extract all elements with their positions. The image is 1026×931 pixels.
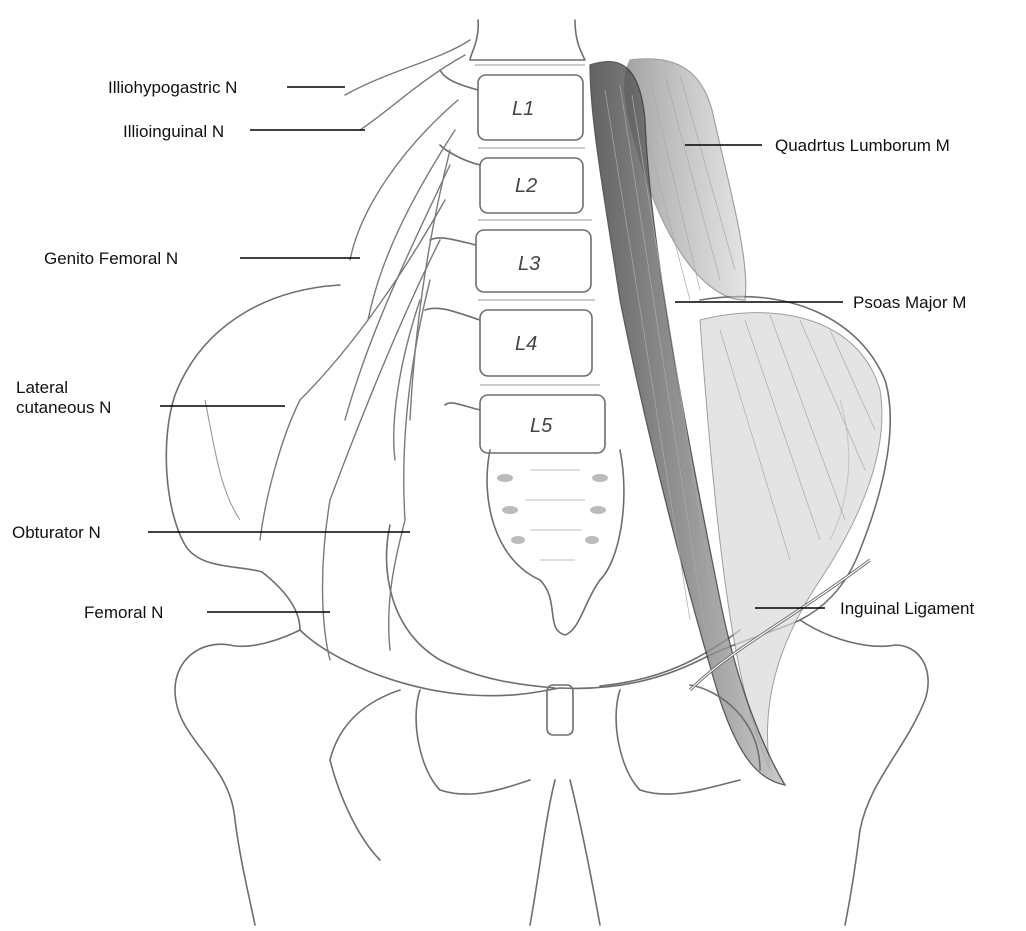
femoral-nerve-label: Femoral N bbox=[84, 603, 163, 623]
vertebra-label-l4: L4 bbox=[515, 333, 537, 355]
lateral-cutaneous-nerve-label-line2: cutaneous N bbox=[16, 398, 111, 418]
left-iliac-blade bbox=[166, 285, 340, 630]
obturator-nerve-label: Obturator N bbox=[12, 523, 101, 543]
lateral-cutaneous-nerve-label-line1: Lateral bbox=[16, 378, 68, 398]
psoas-major-label: Psoas Major M bbox=[853, 293, 966, 313]
lumbar-plexus-nerves bbox=[260, 40, 470, 660]
vertebra-label-l3: L3 bbox=[518, 253, 540, 275]
vertebra-label-l1: L1 bbox=[512, 98, 534, 120]
ilioinguinal-nerve-label: Illioinguinal N bbox=[123, 122, 224, 142]
iliohypogastric-nerve-label: Illiohypogastric N bbox=[108, 78, 237, 98]
genitofemoral-nerve-label: Genito Femoral N bbox=[44, 249, 178, 269]
quadratus-lumborum-label: Quadrtus Lumborum M bbox=[775, 136, 950, 156]
vertebra-label-l5: L5 bbox=[530, 415, 553, 437]
vertebra-label-l2: L2 bbox=[515, 175, 537, 197]
sacrum bbox=[487, 450, 624, 635]
inguinal-ligament-label: Inguinal Ligament bbox=[840, 599, 974, 619]
hip-and-femur-bones bbox=[175, 620, 928, 925]
vertebral-column: L1 L2 L3 L4 L5 bbox=[425, 20, 605, 453]
